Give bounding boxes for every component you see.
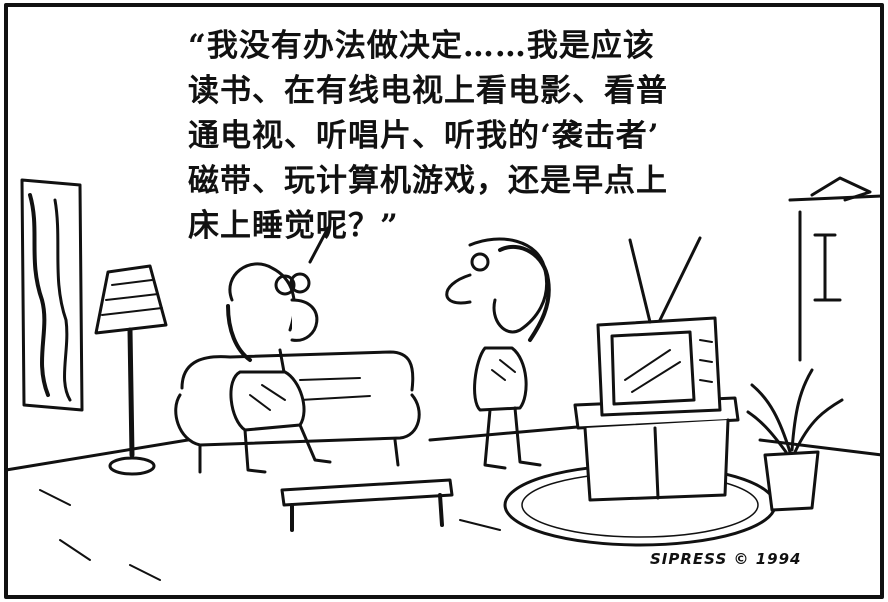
caption-line: 床上睡觉呢？” [188,208,399,244]
seated-man [226,226,332,474]
floor-marks [39,489,501,581]
potted-plant [746,368,844,512]
artist-signature: SIPRESS © 1994 [650,550,802,568]
television [596,236,722,417]
speech-caption: “我没有办法做决定……我是应该 读书、在有线电视上看电影、看普 通电视、听唱片、… [188,24,778,249]
caption-line: “我没有办法做决定……我是应该 [188,28,655,64]
floor-line [4,423,884,472]
caption-line: 磁带、玩计算机游戏，还是早点上 [188,163,668,199]
wall-scroll-picture [20,178,84,412]
caption-line: 读书、在有线电视上看电影、看普 [188,73,668,109]
caption-line: 通电视、听唱片、听我的‘袭击者’ [188,118,660,154]
wall-picture-right [788,176,884,362]
panel-border [4,3,884,599]
standing-woman [445,237,551,470]
floor-lamp [94,264,168,476]
coffee-table [280,478,454,532]
